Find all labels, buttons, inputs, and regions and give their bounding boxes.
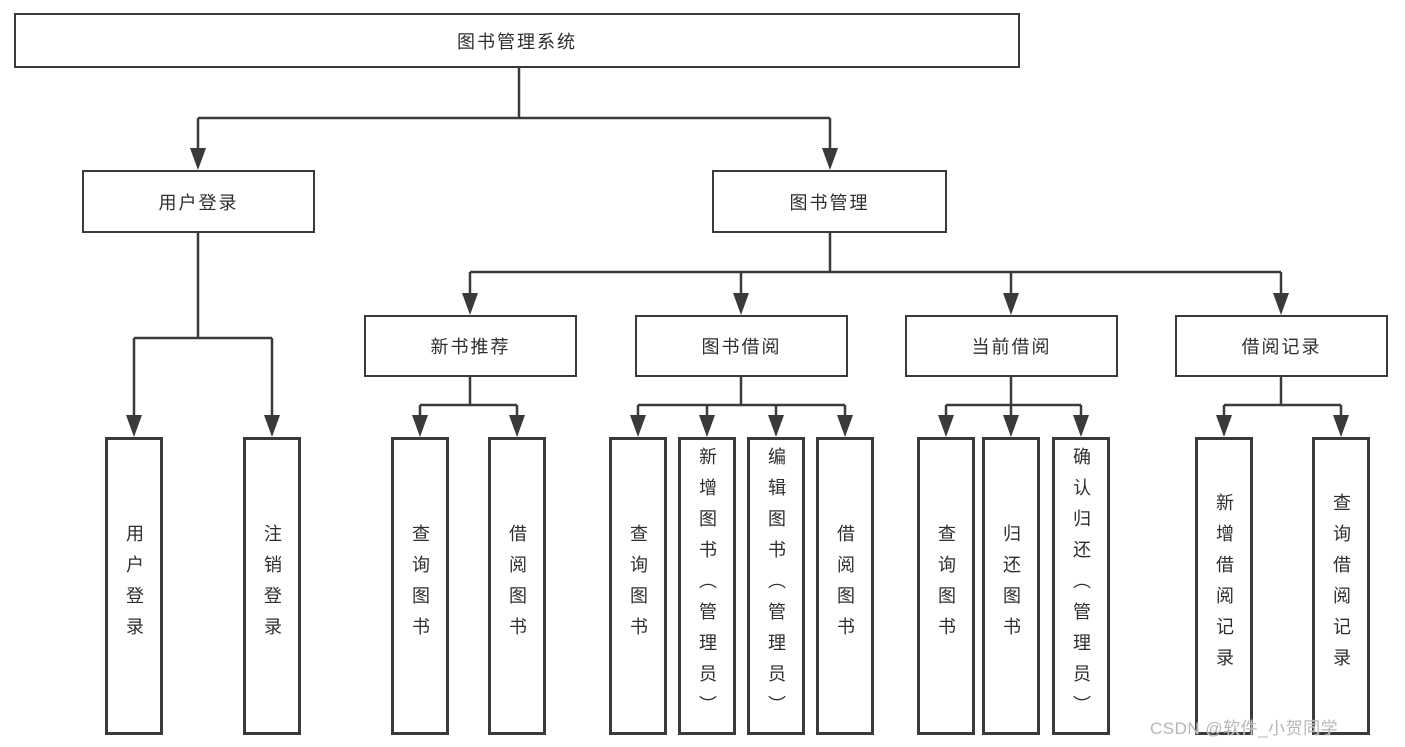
- leaf-user-login: 用户登录: [105, 437, 163, 735]
- node-user-login-label: 用户登录: [158, 192, 239, 213]
- leaf-query-borrow-record: 查询借阅记录: [1312, 437, 1370, 735]
- leaf-confirm-return-admin: 确认归还（管理员）: [1052, 437, 1110, 735]
- node-root-label: 图书管理系统: [457, 31, 577, 52]
- leaf-query-books-borrow-label: 查询图书: [628, 524, 648, 648]
- leaf-borrow-books-recommend: 借阅图书: [488, 437, 546, 735]
- leaf-borrow-books-label: 借阅图书: [835, 524, 855, 648]
- leaf-edit-book-admin: 编辑图书（管理员）: [747, 437, 805, 735]
- leaf-query-books-current: 查询图书: [917, 437, 975, 735]
- leaf-logout: 注销登录: [243, 437, 301, 735]
- leaf-query-books-current-label: 查询图书: [936, 524, 956, 648]
- leaf-query-borrow-record-label: 查询借阅记录: [1331, 493, 1351, 679]
- leaf-logout-label: 注销登录: [262, 524, 282, 648]
- node-book-management: 图书管理: [712, 170, 947, 233]
- leaf-add-borrow-record: 新增借阅记录: [1195, 437, 1253, 735]
- node-book-borrowing: 图书借阅: [635, 315, 848, 377]
- leaf-add-book-admin-label: 新增图书（管理员）: [697, 446, 717, 726]
- leaf-user-login-label: 用户登录: [124, 524, 144, 648]
- node-book-management-label: 图书管理: [789, 192, 870, 213]
- watermark-text: CSDN @软件_小贺同学: [1150, 719, 1339, 738]
- node-current-borrowing-label: 当前借阅: [971, 337, 1052, 357]
- node-borrowing-records-label: 借阅记录: [1241, 337, 1322, 357]
- node-book-borrowing-label: 图书借阅: [701, 337, 782, 357]
- node-root: 图书管理系统: [14, 13, 1020, 68]
- leaf-return-books: 归还图书: [982, 437, 1040, 735]
- leaf-confirm-return-admin-label: 确认归还（管理员）: [1071, 446, 1091, 726]
- node-borrowing-records: 借阅记录: [1175, 315, 1388, 377]
- node-user-login: 用户登录: [82, 170, 315, 233]
- node-current-borrowing: 当前借阅: [905, 315, 1118, 377]
- arrowheads: [126, 148, 1349, 437]
- node-new-book-recommend-label: 新书推荐: [430, 337, 511, 357]
- node-new-book-recommend: 新书推荐: [364, 315, 577, 377]
- leaf-return-books-label: 归还图书: [1001, 524, 1021, 648]
- leaf-edit-book-admin-label: 编辑图书（管理员）: [766, 446, 786, 726]
- leaf-borrow-books-recommend-label: 借阅图书: [507, 524, 527, 648]
- leaf-query-books-recommend-label: 查询图书: [410, 524, 430, 648]
- leaf-add-borrow-record-label: 新增借阅记录: [1214, 493, 1234, 679]
- leaf-borrow-books: 借阅图书: [816, 437, 874, 735]
- leaf-query-books-borrow: 查询图书: [609, 437, 667, 735]
- leaf-query-books-recommend: 查询图书: [391, 437, 449, 735]
- leaf-add-book-admin: 新增图书（管理员）: [678, 437, 736, 735]
